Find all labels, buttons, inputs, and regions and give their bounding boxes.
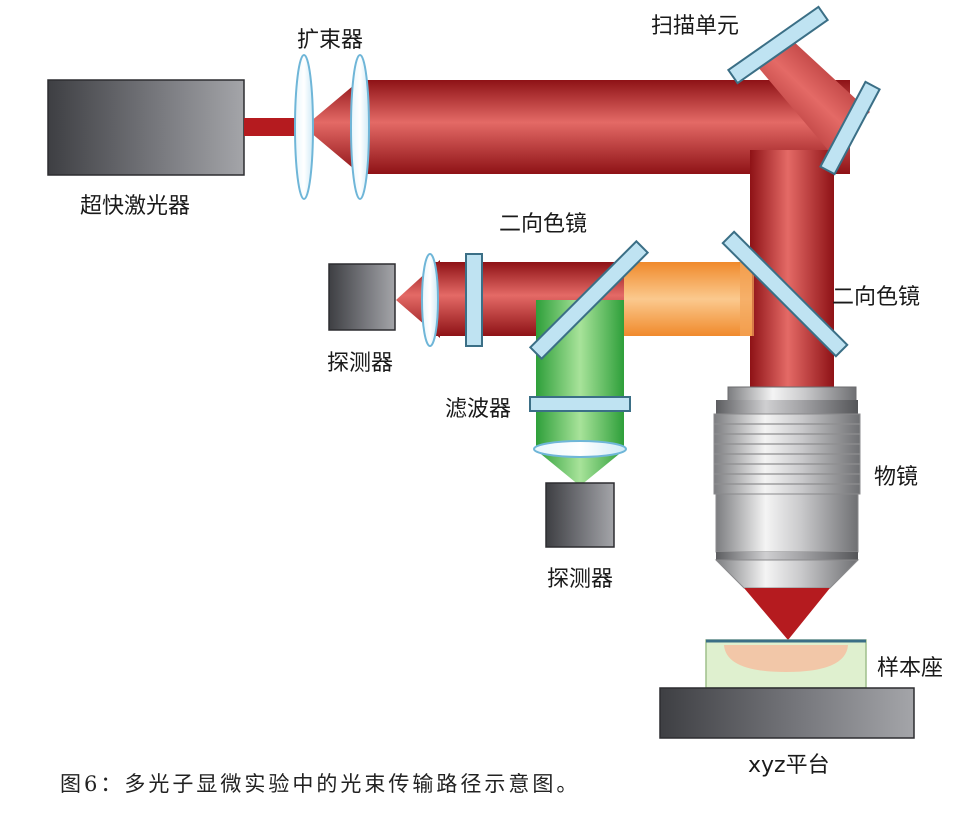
filter-bottom — [529, 396, 631, 412]
figure-caption: 图6：多光子显微实验中的光束传输路径示意图。 — [60, 772, 581, 796]
scan-mirror-2 — [819, 80, 881, 176]
dichroic-top-label: 二向色镜 — [499, 212, 588, 237]
dichroic-right-label: 二向色镜 — [832, 285, 921, 310]
filter-label: 滤波器 — [445, 397, 512, 422]
filter-left — [465, 253, 483, 347]
expanding-beam — [304, 80, 360, 174]
laser-output-beam — [244, 118, 304, 136]
beam-expander-label: 扩束器 — [297, 28, 364, 53]
focus-cone-bottom — [536, 450, 624, 486]
focusing-lens-bottom — [533, 440, 627, 458]
emission-beam-orange — [624, 262, 752, 336]
scan-unit-label: 扫描单元 — [651, 14, 740, 39]
detector-bottom — [545, 482, 615, 548]
detector-left-label: 探测器 — [327, 351, 394, 376]
xyz-stage — [659, 687, 915, 739]
expander-lens-2 — [350, 54, 370, 200]
laser-label: 超快激光器 — [80, 194, 191, 219]
focused-excitation-cone — [744, 588, 830, 640]
objective-label: 物镜 — [874, 465, 919, 490]
dichroic-mirror-right — [721, 230, 849, 358]
sample-holder-label: 样本座 — [877, 656, 944, 681]
ultrafast-laser — [47, 79, 245, 176]
excitation-beam-diagonal — [752, 40, 870, 150]
emission-beam-green — [536, 300, 624, 450]
focusing-lens-left — [421, 253, 439, 347]
detector-bottom-label: 探测器 — [547, 567, 614, 592]
objective-lens — [713, 386, 861, 640]
expander-lens-1 — [294, 54, 314, 200]
dichroic-mirror-left — [528, 239, 650, 361]
detector-left — [328, 263, 396, 331]
scan-mirror — [726, 5, 830, 85]
sample — [724, 645, 848, 672]
xyz-stage-label: xyz平台 — [748, 753, 830, 778]
